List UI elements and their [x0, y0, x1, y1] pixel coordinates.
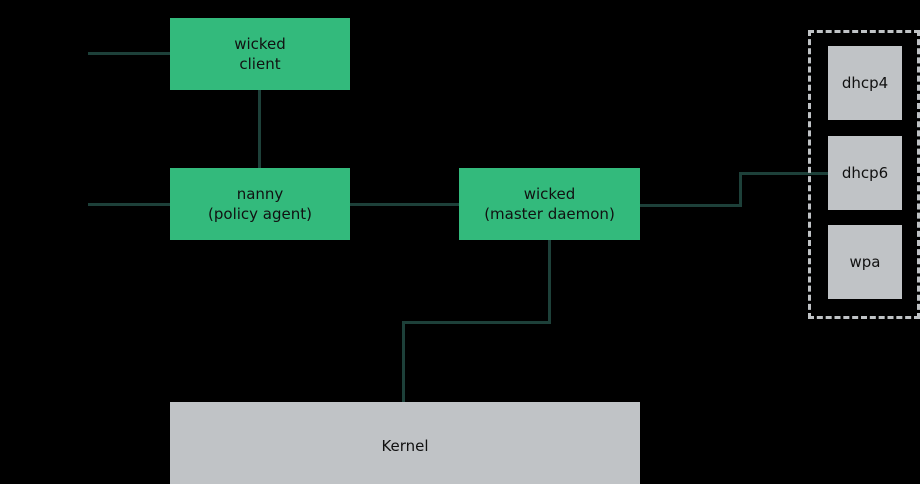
edge-nanny-to-wicked-master [350, 203, 459, 206]
node-wpa[interactable]: wpa [828, 225, 902, 299]
edge-wicked-master-to-kernel-seg2 [402, 321, 551, 324]
node-dhcp4[interactable]: dhcp4 [828, 46, 902, 120]
edge-wicked-master-to-kernel-seg1 [548, 240, 551, 324]
edge-wicked-master-to-kernel-seg3 [402, 321, 405, 403]
node-kernel[interactable]: Kernel [170, 402, 640, 484]
supplicant-group-container [808, 30, 920, 319]
edge-wicked-master-to-dhcp6-seg3 [739, 172, 831, 175]
node-dhcp6[interactable]: dhcp6 [828, 136, 902, 210]
node-wicked-master-daemon[interactable]: wicked (master daemon) [459, 168, 640, 240]
edge-external-to-wicked-client [88, 52, 170, 55]
node-nanny[interactable]: nanny (policy agent) [170, 168, 350, 240]
edge-wicked-master-to-dhcp6-seg2 [739, 172, 742, 207]
node-wicked-client[interactable]: wicked client [170, 18, 350, 90]
edge-external-to-nanny [88, 203, 170, 206]
edge-wicked-master-to-dhcp6-seg1 [640, 204, 742, 207]
edge-wicked-client-to-nanny [258, 90, 261, 168]
